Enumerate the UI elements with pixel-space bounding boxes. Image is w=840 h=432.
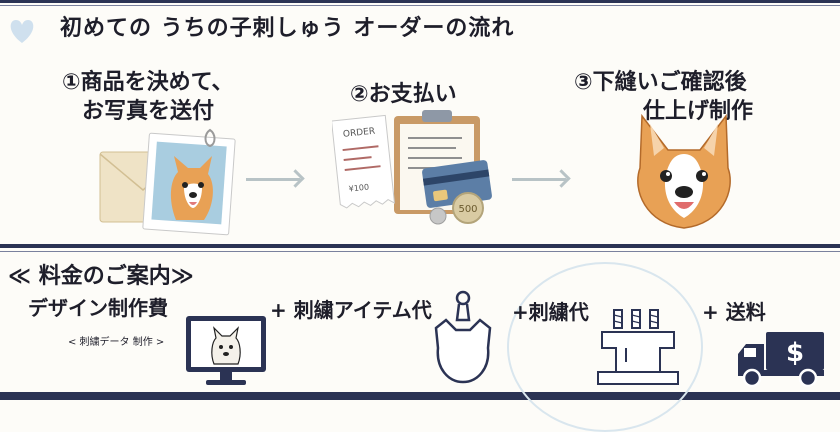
step-1-number: ① xyxy=(62,70,81,95)
monitor-icon xyxy=(184,314,268,388)
page-title: 初めての うちの子刺しゅう オーダーの流れ xyxy=(60,16,515,41)
design-fee-note: < 刺繍データ 制作 > xyxy=(68,337,165,348)
arrow-1-icon xyxy=(246,178,300,181)
keychain-icon xyxy=(428,290,498,386)
step-1-line2: お写真を送付 xyxy=(82,99,215,124)
shipping-fee-label: + 送料 xyxy=(702,300,766,324)
step-2-label: ②お支払い xyxy=(350,76,457,108)
coin-icon: 500 xyxy=(429,192,484,225)
step-2-number: ② xyxy=(350,82,369,107)
bottom-border xyxy=(0,392,840,400)
receipt-amount: ¥100 xyxy=(348,183,369,194)
step-3-label: ③下縫いご確認後 xyxy=(574,64,747,96)
step-1-line1: 商品を決めて、 xyxy=(80,70,234,95)
coin-value: 500 xyxy=(458,204,477,215)
step-2-line1: お支払い xyxy=(368,82,457,107)
section-divider-line xyxy=(0,251,840,252)
item-fee-label: + 刺繍アイテム代 xyxy=(270,298,432,322)
design-fee-label: デザイン制作費 xyxy=(28,296,168,320)
embroidery-fee-label: +刺繍代 xyxy=(512,300,589,324)
step-3-line2: 仕上げ制作 xyxy=(643,99,754,124)
section-divider xyxy=(0,244,840,248)
receipt-icon: ORDER ¥100 xyxy=(330,114,396,209)
step-3-line1: 下縫いご確認後 xyxy=(592,70,747,95)
dog-photo xyxy=(142,132,236,236)
receipt-title: ORDER xyxy=(343,127,376,140)
step-1-label: ①商品を決めて、 xyxy=(62,64,234,96)
pricing-title: ≪ 料金のご案内≫ xyxy=(8,264,194,289)
step-3-number: ③ xyxy=(574,70,593,95)
sewing-machine-icon xyxy=(596,304,680,388)
arrow-2-icon xyxy=(512,178,566,181)
paper-clip-icon xyxy=(204,128,216,148)
svg-text:$: $ xyxy=(786,338,804,368)
top-border-line xyxy=(0,5,840,6)
heart-icon xyxy=(5,14,39,46)
envelope-photo-illustration xyxy=(96,128,246,236)
corgi-embroidery xyxy=(628,112,740,232)
top-border xyxy=(0,0,840,3)
payment-illustration: ORDER ¥100 500 xyxy=(330,108,502,234)
truck-icon: $ xyxy=(736,330,826,388)
